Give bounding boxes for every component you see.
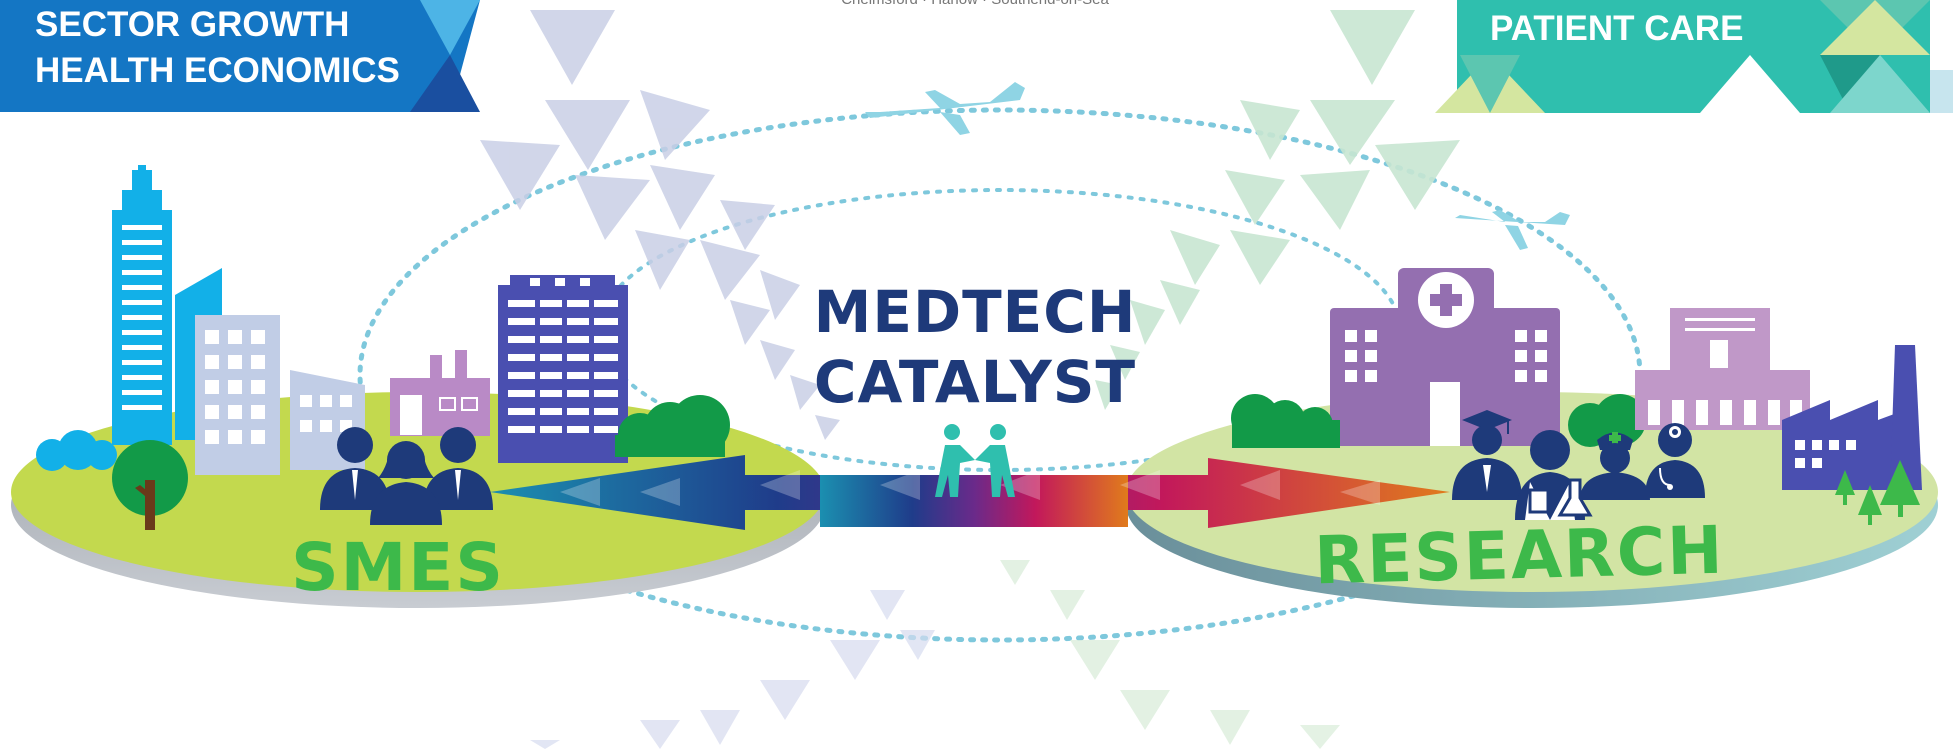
banner-sector-growth: SECTOR GROWTH HEALTH ECONOMICS xyxy=(0,0,480,112)
title-line2: CATALYST xyxy=(814,348,1136,416)
label-smes: SMES xyxy=(291,529,505,606)
airplane-icon xyxy=(1455,210,1570,250)
triangle-pattern-bottom xyxy=(530,560,1340,749)
bushes-left xyxy=(36,430,117,471)
title-line1: MEDTECH xyxy=(814,278,1137,346)
banner-patient-care: PATIENT CARE xyxy=(1435,0,1953,113)
graduate-icon xyxy=(1452,410,1522,500)
doctor-icon xyxy=(1645,423,1705,498)
airplane-icon xyxy=(865,82,1025,135)
skyscraper-icon xyxy=(112,165,172,445)
handshake-icon xyxy=(935,424,1015,497)
nurse-icon xyxy=(1580,432,1650,500)
tree-icon xyxy=(112,440,188,530)
business-people-icon xyxy=(320,427,493,525)
tower-block-icon xyxy=(498,275,628,463)
factory-icon xyxy=(390,350,490,436)
hedge-right xyxy=(1231,394,1646,448)
arrow-icon xyxy=(490,455,1450,530)
banner-left-line1: SECTOR GROWTH xyxy=(35,5,349,44)
triangle-pattern-left xyxy=(480,10,840,440)
hedge-left xyxy=(615,395,730,457)
office-building-icon xyxy=(175,268,365,475)
pine-trees xyxy=(1835,460,1920,525)
triangle-pattern-right xyxy=(1095,10,1460,410)
banner-right-label: PATIENT CARE xyxy=(1490,9,1743,48)
institute-building-icon xyxy=(1635,308,1810,430)
banner-left-line2: HEALTH ECONOMICS xyxy=(35,51,400,90)
researcher-icon xyxy=(1515,430,1593,520)
top-caption: Chelmsford · Harlow · Southend-on-Sea xyxy=(841,0,1109,8)
label-research: RESEARCH xyxy=(1313,512,1725,600)
hospital-icon xyxy=(1330,268,1560,446)
factory-icon xyxy=(1782,345,1922,490)
